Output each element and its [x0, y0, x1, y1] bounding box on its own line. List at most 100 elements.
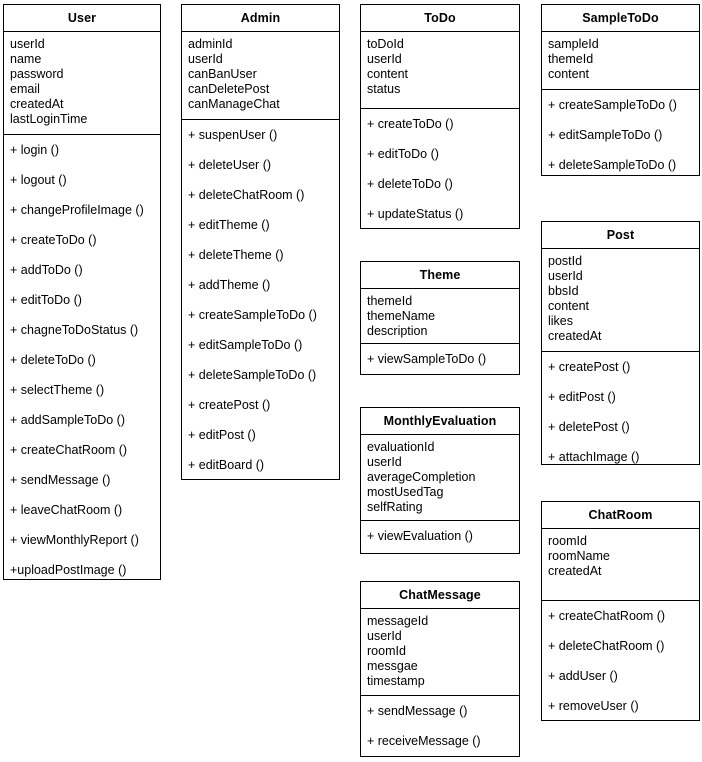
- uml-operation-compartment: + sendMessage () + receiveMessage (): [361, 696, 519, 756]
- uml-attribute: messageId: [367, 614, 429, 628]
- uml-class-name: Theme: [361, 262, 519, 289]
- uml-operation: + editTheme (): [188, 218, 270, 232]
- uml-attribute: toDoId: [367, 37, 404, 51]
- uml-attribute: status: [367, 82, 401, 96]
- uml-operation: + login (): [10, 143, 59, 157]
- uml-operation: + removeUser (): [548, 699, 639, 713]
- uml-operation-compartment: + viewEvaluation (): [361, 521, 519, 553]
- uml-attribute: roomId: [548, 534, 587, 548]
- uml-operation: + editPost (): [188, 428, 256, 442]
- uml-attribute: selfRating: [367, 500, 423, 514]
- uml-attribute: messgae: [367, 659, 418, 673]
- uml-attribute: createdAt: [10, 97, 64, 111]
- uml-operation: + sendMessage (): [10, 473, 111, 487]
- uml-attribute: createdAt: [548, 564, 602, 578]
- uml-operation: + receiveMessage (): [367, 734, 481, 748]
- uml-operation: + deleteChatRoom (): [548, 639, 665, 653]
- uml-attribute: bbsId: [548, 284, 579, 298]
- uml-operation-compartment: + login ()+ logout ()+ changeProfileImag…: [4, 135, 160, 584]
- uml-attribute: content: [548, 67, 590, 81]
- uml-attribute: userId: [367, 52, 402, 66]
- uml-operation: + addUser (): [548, 669, 618, 683]
- uml-attribute: adminId: [188, 37, 233, 51]
- uml-attribute: userId: [10, 37, 45, 51]
- uml-attribute: postId: [548, 254, 583, 268]
- uml-operation: + addTheme (): [188, 278, 271, 292]
- uml-operation: + chagneToDoStatus (): [10, 323, 139, 337]
- uml-operation: + editToDo (): [367, 147, 439, 161]
- uml-operation: + createToDo (): [10, 233, 97, 247]
- uml-operation: + editSampleToDo (): [188, 338, 303, 352]
- uml-class-name: ChatRoom: [542, 502, 699, 529]
- uml-operation-compartment: + createChatRoom () + deleteChatRoom () + …: [542, 601, 699, 720]
- uml-operation: + createPost (): [548, 360, 631, 374]
- uml-operation-compartment: + suspenUser ()+ deleteUser ()+ deleteCh…: [182, 120, 339, 479]
- uml-operation: + deleteChatRoom (): [188, 188, 305, 202]
- uml-operation: + selectTheme (): [10, 383, 105, 397]
- uml-operation: + viewMonthlyReport (): [10, 533, 139, 547]
- uml-attribute: canManageChat: [188, 97, 280, 111]
- uml-class-name: ChatMessage: [361, 582, 519, 609]
- uml-operation: + deletePost (): [548, 420, 630, 434]
- uml-attribute: roomId: [367, 644, 406, 658]
- uml-attribute: evaluationId: [367, 440, 435, 454]
- uml-operation: +uploadPostImage (): [10, 563, 127, 577]
- uml-attribute: themeName: [367, 309, 436, 323]
- uml-class-name: Admin: [182, 5, 339, 32]
- uml-attribute: createdAt: [548, 329, 602, 343]
- uml-operation: + editBoard (): [188, 458, 265, 472]
- uml-attribute: content: [548, 299, 590, 313]
- uml-operation: + deleteToDo (): [367, 177, 453, 191]
- uml-class-name: Post: [542, 222, 699, 249]
- uml-operation: + deleteSampleToDo (): [548, 158, 677, 172]
- uml-attribute: timestamp: [367, 674, 425, 688]
- uml-operation-compartment: + createSampleToDo () + editSampleToDo ()…: [542, 90, 699, 179]
- uml-operation: + editPost (): [548, 390, 616, 404]
- uml-attribute: description: [367, 324, 428, 338]
- uml-attribute: roomName: [548, 549, 610, 563]
- uml-operation: + viewSampleToDo (): [367, 352, 487, 366]
- uml-operation: + editSampleToDo (): [548, 128, 663, 142]
- uml-class-name: SampleToDo: [542, 5, 699, 32]
- uml-attribute: themeId: [367, 294, 413, 308]
- uml-operation: + createChatRoom (): [548, 609, 666, 623]
- uml-attribute: averageCompletion: [367, 470, 476, 484]
- uml-operation: + createSampleToDo (): [548, 98, 677, 112]
- uml-operation: + sendMessage (): [367, 704, 468, 718]
- uml-operation: + addToDo (): [10, 263, 83, 277]
- uml-attribute: name: [10, 52, 42, 66]
- uml-operation: + leaveChatRoom (): [10, 503, 123, 517]
- uml-operation-compartment: + createToDo ()+ editToDo ()+ deleteToDo…: [361, 109, 519, 228]
- uml-operation: + attachImage (): [548, 450, 640, 464]
- uml-operation: + editToDo (): [10, 293, 82, 307]
- uml-attribute: canDeletePost: [188, 82, 270, 96]
- uml-operation: + deleteUser (): [188, 158, 272, 172]
- uml-operation: + viewEvaluation (): [367, 529, 473, 543]
- uml-operation: + addSampleToDo (): [10, 413, 125, 427]
- uml-attribute: password: [10, 67, 64, 81]
- uml-attribute: userId: [548, 269, 583, 283]
- uml-attribute: likes: [548, 314, 574, 328]
- uml-attribute: email: [10, 82, 40, 96]
- uml-operation: + createChatRoom (): [10, 443, 128, 457]
- uml-class-name: ToDo: [361, 5, 519, 32]
- uml-attribute: canBanUser: [188, 67, 257, 81]
- uml-operation: + changeProfileImage (): [10, 203, 144, 217]
